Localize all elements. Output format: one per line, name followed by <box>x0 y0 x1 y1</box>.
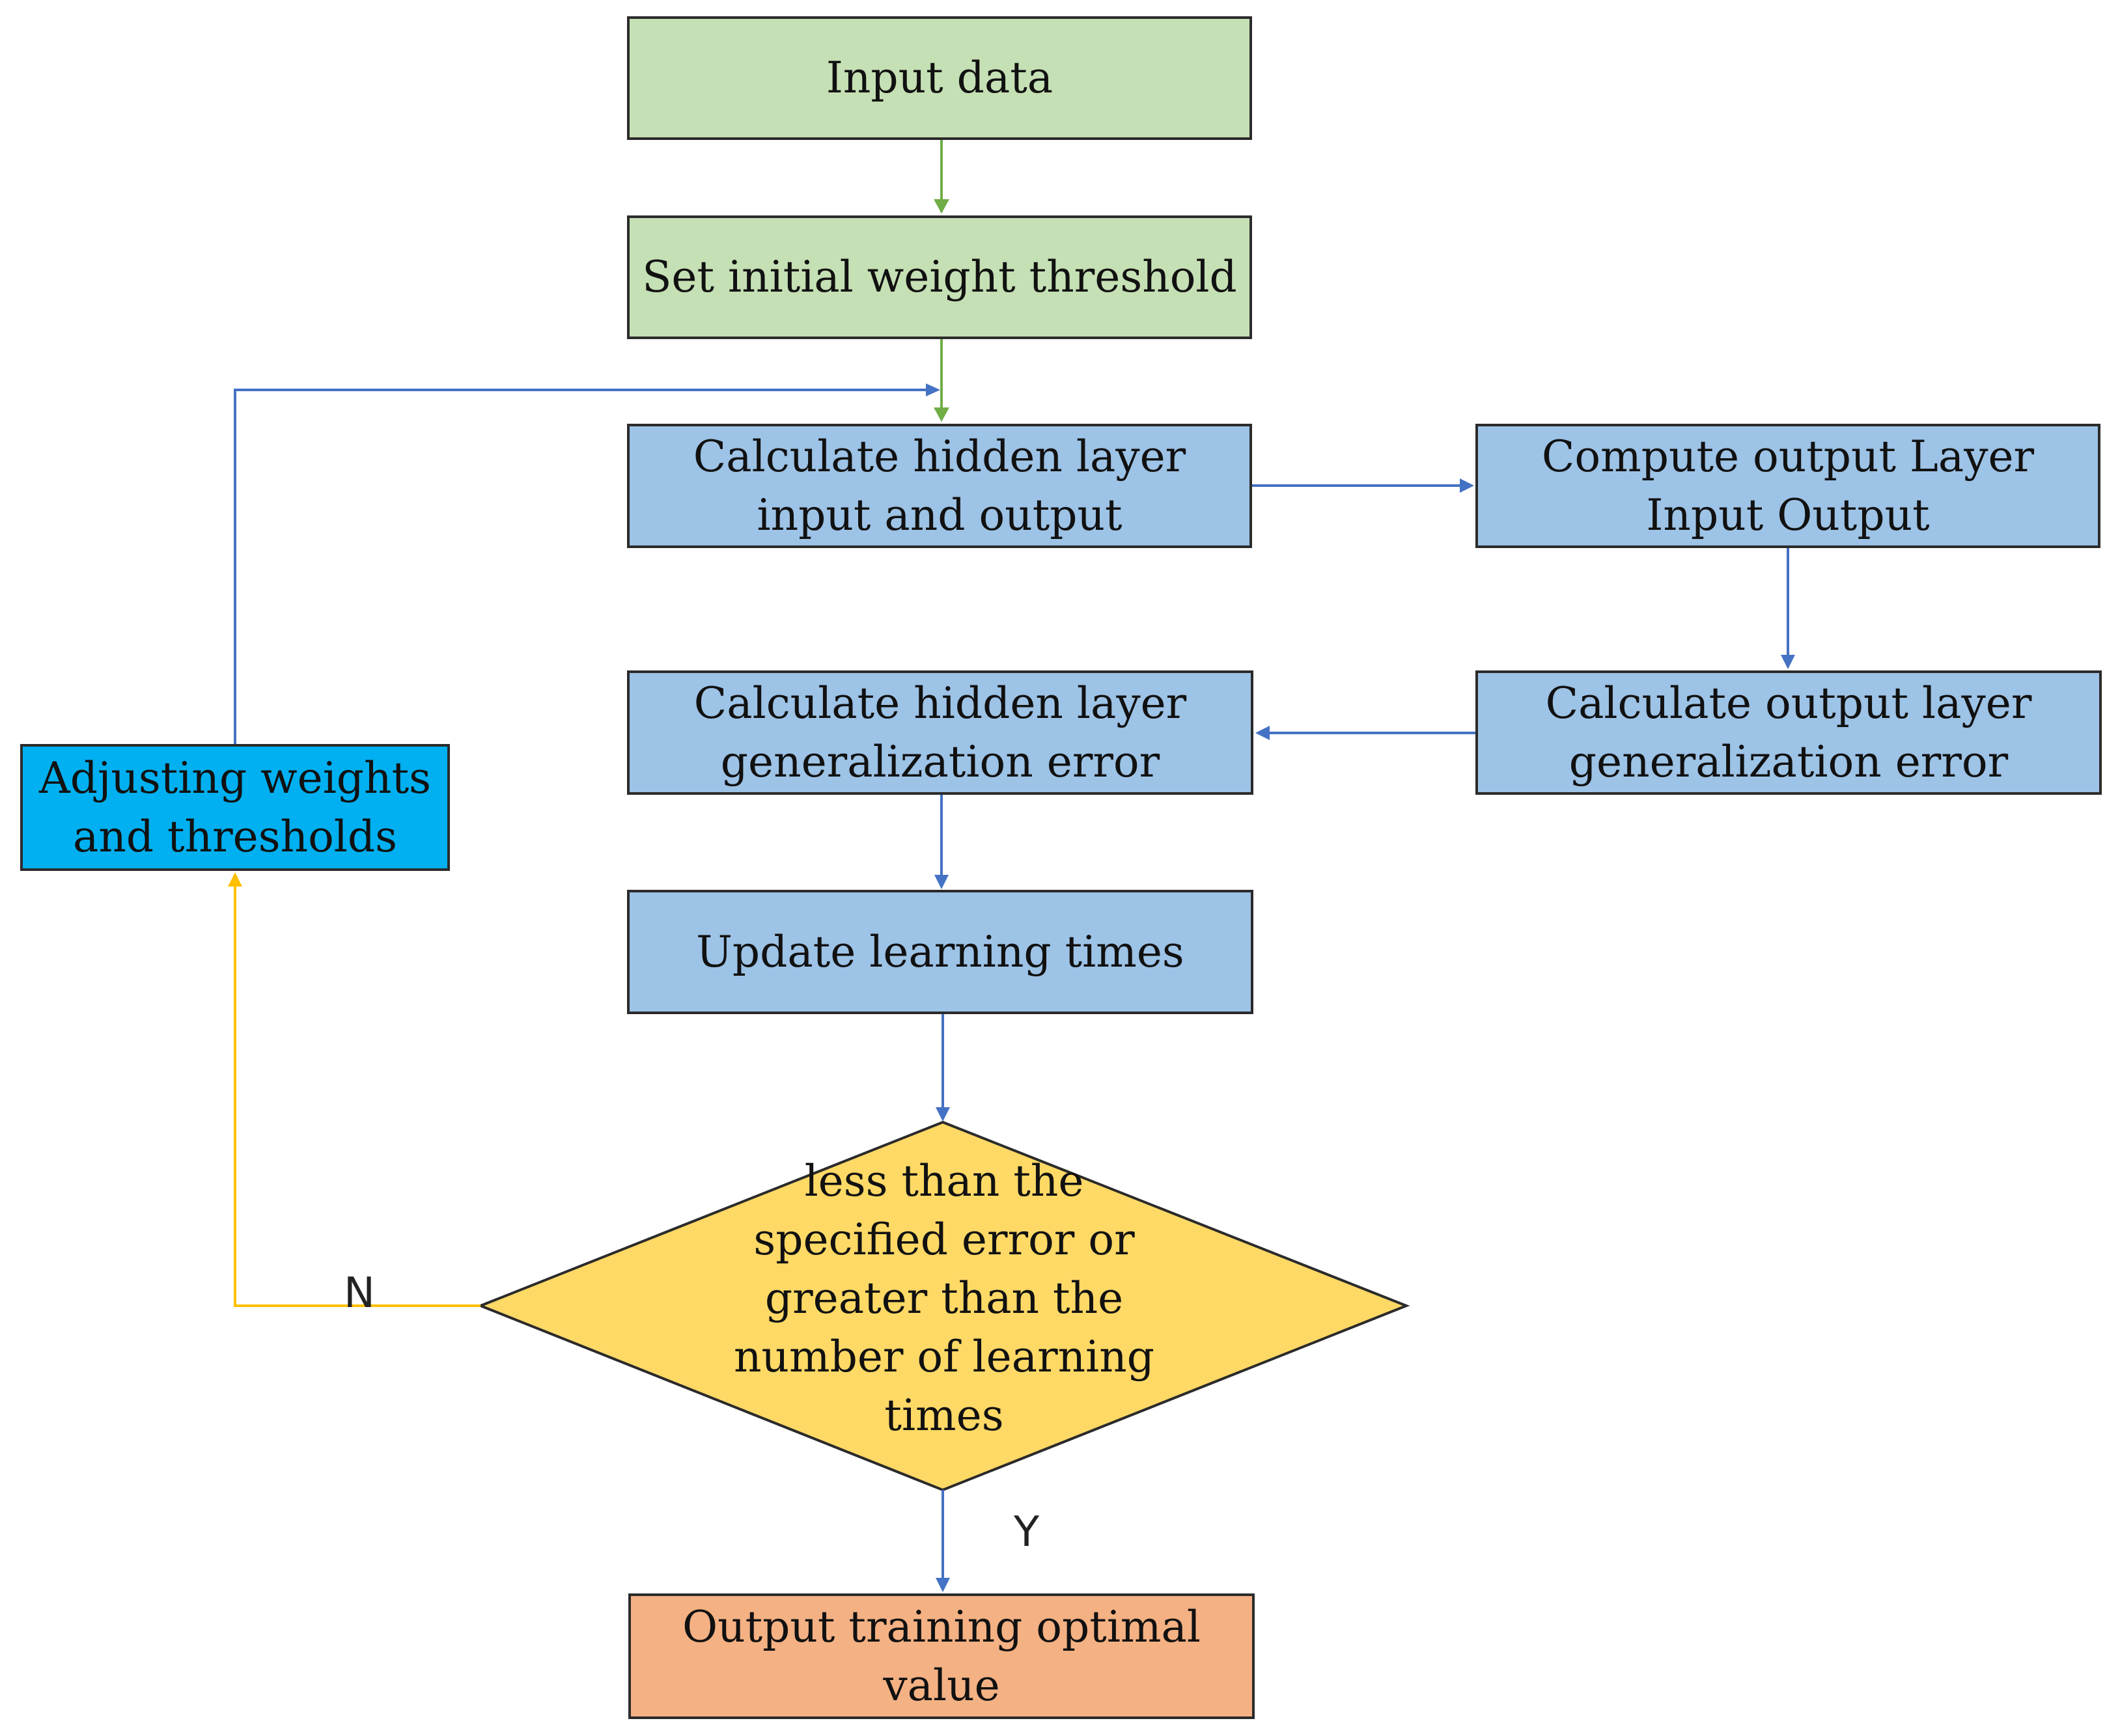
update-learning-times-node: Update learning times <box>627 890 1253 1014</box>
input-data-node: Input data <box>627 16 1252 140</box>
calc-output-error-label: Calculate output layer generalization er… <box>1545 678 2032 787</box>
arrow-adjust-to-hidden-io <box>234 389 935 744</box>
output-optimal-value-node: Output training optimal value <box>628 1593 1255 1719</box>
compute-output-io-label: Compute output Layer Input Output <box>1541 431 2035 540</box>
set-initial-weight-node: Set initial weight threshold <box>627 215 1252 339</box>
compute-output-io-node: Compute output Layer Input Output <box>1475 424 2100 548</box>
adjust-weights-label: Adjusting weights and thresholds <box>39 752 431 862</box>
adjust-weights-node: Adjusting weights and thresholds <box>20 744 450 871</box>
calc-hidden-io-node: Calculate hidden layer input and output <box>627 424 1252 548</box>
calc-output-error-node: Calculate output layer generalization er… <box>1475 670 2102 795</box>
calc-hidden-io-label: Calculate hidden layer input and output <box>693 431 1186 540</box>
set-initial-weight-label: Set initial weight threshold <box>642 252 1237 302</box>
calc-hidden-error-node: Calculate hidden layer generalization er… <box>627 670 1253 795</box>
input-data-label: Input data <box>826 53 1053 103</box>
calc-hidden-error-label: Calculate hidden layer generalization er… <box>693 678 1187 787</box>
update-learning-times-label: Update learning times <box>696 926 1184 977</box>
output-optimal-value-label: Output training optimal value <box>682 1601 1201 1711</box>
arrow-decision-to-adjust <box>234 884 481 1307</box>
edge-label-yes: Y <box>1014 1508 1040 1556</box>
edge-label-no: N <box>344 1269 375 1317</box>
decision-label: less than the specified error or greater… <box>733 1156 1154 1440</box>
